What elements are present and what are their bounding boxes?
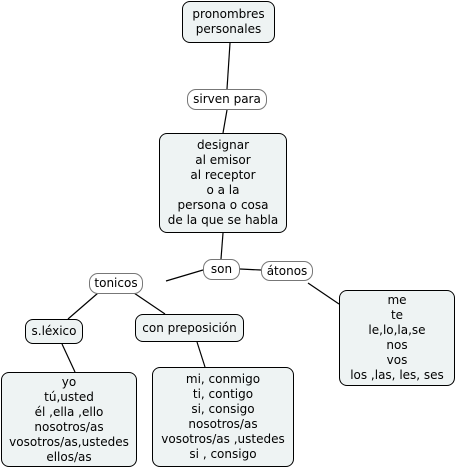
node-son-label: son — [210, 262, 233, 276]
node-tonicos-pronouns[interactable]: yo tú,usted él ,ella ,ello nosotros/as v… — [1, 372, 137, 467]
link-sirven-designar — [222, 109, 228, 134]
link-pronombres-sirven — [226, 42, 231, 90]
link-atonos-list — [307, 282, 340, 305]
node-pronombres-personales-label: pronombres personales — [192, 7, 265, 36]
node-con-preposicion[interactable]: con preposición — [135, 314, 244, 342]
link-son-tonicos — [165, 269, 204, 282]
node-sirven-para[interactable]: sirven para — [187, 89, 267, 110]
link-son-atonos — [239, 268, 262, 271]
node-atonos[interactable]: átonos — [261, 261, 313, 281]
node-tonicos-pronouns-label: yo tú,usted él ,ella ,ello nosotros/as v… — [9, 374, 129, 464]
node-preposicion-pronouns-label: mi, conmigo ti, contigo si, consigo noso… — [161, 372, 285, 461]
node-con-preposicion-label: con preposición — [142, 320, 237, 335]
link-tonicos-conprep — [133, 292, 166, 315]
node-son[interactable]: son — [203, 259, 240, 280]
node-designar-label: designar al emisor al receptor o a la pe… — [167, 138, 279, 227]
node-atonos-pronouns-label: me te le,lo,la,se nos vos los ,las, les,… — [350, 293, 444, 382]
link-slexico-list — [61, 343, 76, 373]
node-tonicos[interactable]: tonicos — [89, 273, 143, 294]
node-s-lexico-label: s.léxico — [31, 324, 77, 338]
node-atonos-pronouns[interactable]: me te le,lo,la,se nos vos los ,las, les,… — [339, 290, 455, 386]
link-designar-son — [220, 232, 224, 260]
node-tonicos-label: tonicos — [94, 276, 138, 290]
link-tonicos-slexico — [67, 292, 99, 320]
node-preposicion-pronouns[interactable]: mi, conmigo ti, contigo si, consigo noso… — [152, 367, 294, 467]
node-s-lexico[interactable]: s.léxico — [25, 319, 83, 344]
node-atonos-label: átonos — [266, 263, 308, 278]
node-sirven-para-label: sirven para — [193, 92, 261, 106]
node-designar[interactable]: designar al emisor al receptor o a la pe… — [159, 133, 287, 233]
link-conprep-list — [196, 341, 206, 368]
node-pronombres-personales[interactable]: pronombres personales — [182, 1, 275, 43]
